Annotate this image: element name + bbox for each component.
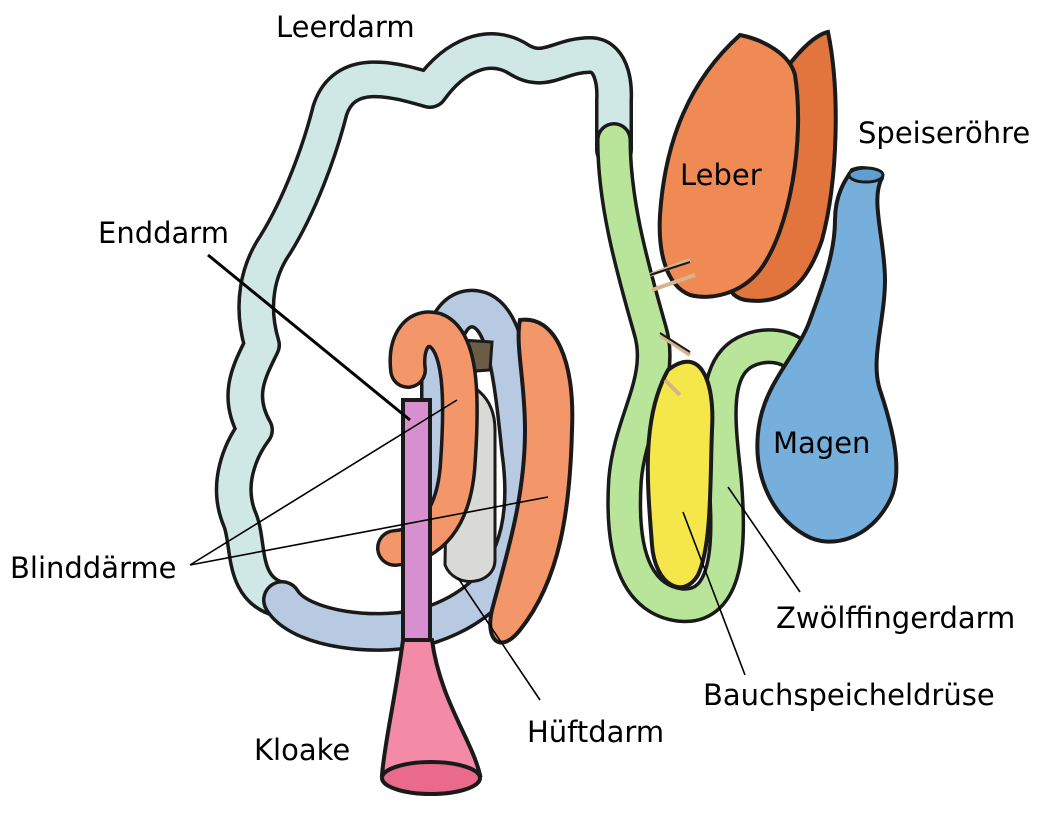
label-zwoelffingerdarm: Zwölffingerdarm xyxy=(776,601,1015,635)
label-speiseroehre: Speiseröhre xyxy=(858,116,1030,150)
enddarm-organ xyxy=(403,400,430,650)
label-magen: Magen xyxy=(773,426,870,460)
bauchspeicheldruese-organ xyxy=(648,362,713,587)
label-hueftdarm: Hüftdarm xyxy=(527,715,664,749)
label-enddarm: Enddarm xyxy=(98,216,229,250)
label-kloake: Kloake xyxy=(254,733,350,767)
label-blinddaerme: Blinddärme xyxy=(10,551,176,585)
label-leber: Leber xyxy=(680,158,762,192)
label-leerdarm: Leerdarm xyxy=(276,10,415,44)
label-bauchspeicheldruese: Bauchspeicheldrüse xyxy=(703,678,995,712)
speiseroehre-opening xyxy=(849,168,883,182)
kloake-organ xyxy=(382,640,480,794)
